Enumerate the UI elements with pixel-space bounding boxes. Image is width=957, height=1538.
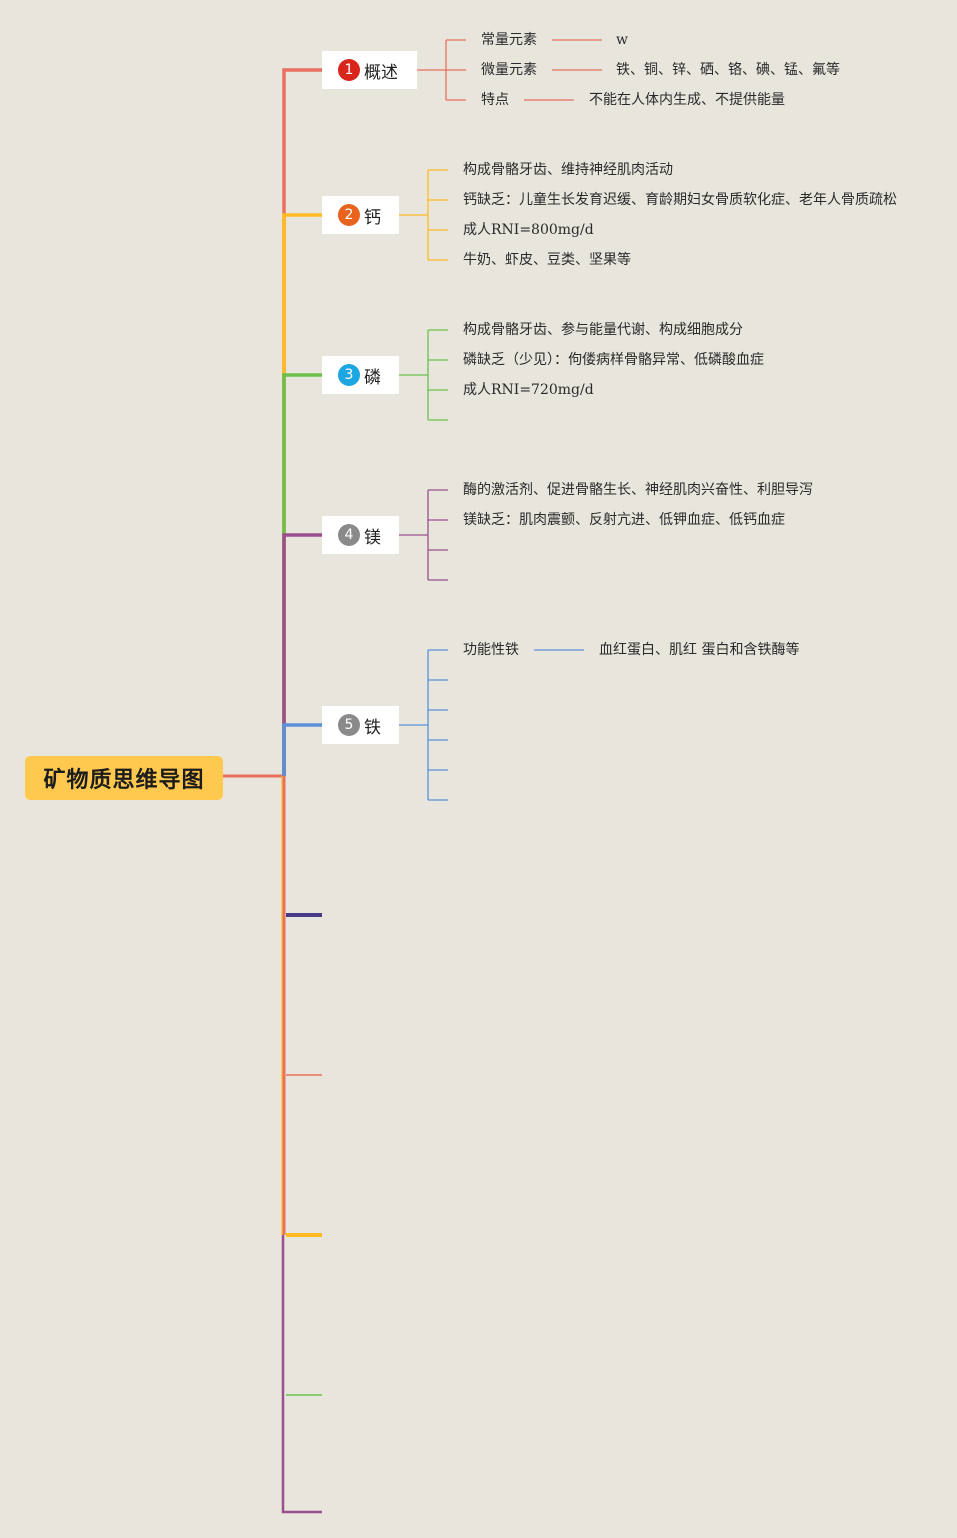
branch-label: 铁 (364, 717, 381, 738)
root-topic[interactable]: 矿物质思维导图 (25, 756, 223, 800)
trunk-phosphorus (282, 373, 322, 776)
calcium-item[interactable]: 钙缺乏：儿童生长发育迟缓、育龄期妇女骨质软化症、老年人骨质疏松 (463, 192, 897, 208)
trunk-overview (282, 68, 322, 776)
branch-overview[interactable]: 1 概述 (322, 51, 417, 89)
calcium-item[interactable]: 牛奶、虾皮、豆类、坚果等 (463, 252, 631, 268)
phosphorus-item[interactable]: 构成骨骼牙齿、参与能量代谢、构成细胞成分 (463, 322, 743, 338)
calcium-item[interactable]: 构成骨骼牙齿、维持神经肌肉活动 (463, 162, 673, 178)
subtopic-trace-elements[interactable]: 微量元素 (481, 62, 537, 78)
trunk-iron (282, 723, 322, 776)
detail-macro-elements[interactable]: w (616, 32, 628, 48)
overview-connectors (417, 39, 602, 101)
branch-iron[interactable]: 5 铁 (322, 706, 399, 744)
number-badge-icon: 1 (338, 59, 360, 81)
branch-label: 钙 (364, 207, 381, 228)
detail-trace-elements[interactable]: 铁、铜、锌、硒、铬、碘、锰、氟等 (616, 62, 840, 78)
branch-label: 概述 (364, 62, 398, 83)
magnesium-item[interactable]: 酶的激活剂、促进骨骼生长、神经肌肉兴奋性、利胆导泻 (463, 482, 813, 498)
number-badge-icon: 4 (338, 524, 360, 546)
branch-label: 磷 (364, 367, 381, 388)
magnesium-connectors (399, 489, 448, 581)
branch-calcium[interactable]: 2 钙 (322, 196, 399, 234)
iron-connectors (399, 649, 584, 801)
phosphorus-connectors (399, 329, 448, 421)
number-badge-icon: 3 (338, 364, 360, 386)
trunk-magnesium (282, 533, 322, 776)
number-badge-icon: 2 (338, 204, 360, 226)
magnesium-item[interactable]: 镁缺乏：肌肉震颤、反射亢进、低钾血症、低钙血症 (463, 512, 785, 528)
iron-item-functional[interactable]: 功能性铁 (463, 642, 519, 658)
subtopic-characteristics[interactable]: 特点 (481, 92, 509, 108)
branch-phosphorus[interactable]: 3 磷 (322, 356, 399, 394)
branch-magnesium[interactable]: 4 镁 (322, 516, 399, 554)
phosphorus-item[interactable]: 磷缺乏（少见）：佝偻病样骨骼异常、低磷酸血症 (463, 352, 764, 368)
trunk-calcium (282, 213, 322, 776)
iron-item-functional-detail[interactable]: 血红蛋白、肌红 蛋白和含铁酶等 (599, 642, 800, 658)
calcium-connectors (399, 169, 448, 261)
detail-characteristics[interactable]: 不能在人体内生成、不提供能量 (589, 92, 785, 108)
branch-label: 镁 (364, 527, 381, 548)
phosphorus-item[interactable]: 成人RNI=720mg/d (463, 382, 594, 398)
trunk-lower-purple (281, 1235, 322, 1514)
subtopic-macro-elements[interactable]: 常量元素 (481, 32, 537, 48)
calcium-item[interactable]: 成人RNI=800mg/d (463, 222, 594, 238)
number-badge-icon: 5 (338, 714, 360, 736)
